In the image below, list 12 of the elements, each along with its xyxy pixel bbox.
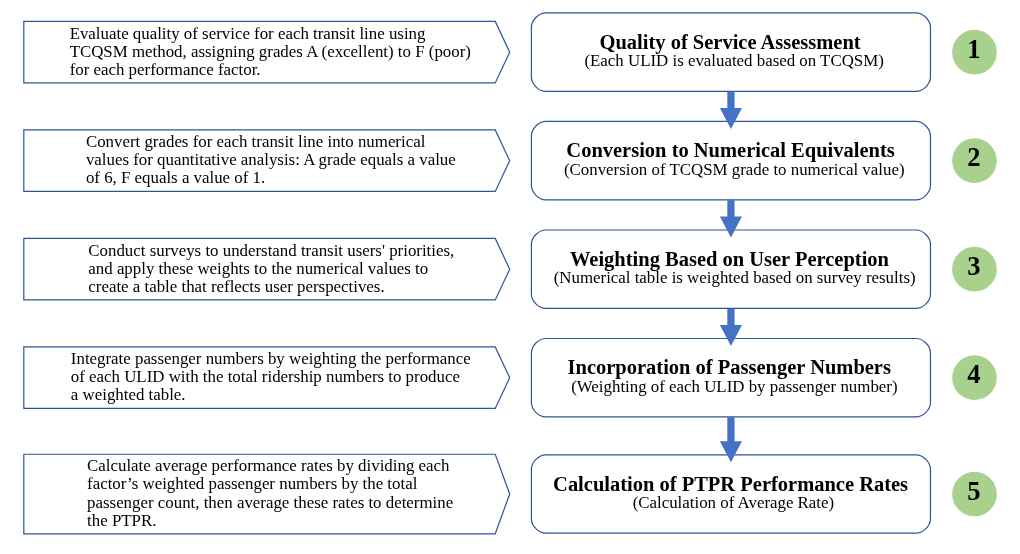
node-circle: 5 — [952, 471, 997, 517]
arrow — [719, 308, 742, 346]
node-box: Quality of Service Assessment (Each ULID is evaluated based on TCQSM) — [530, 12, 932, 92]
node-box: Incorporation of Passenger Numbers (Weighting of each ULID by passenger number) — [530, 337, 932, 418]
node-circle: 4 — [952, 355, 997, 400]
node-circle: 2 — [952, 138, 997, 183]
node-box: Calculation of PTPR Performance Rates (Calculation of Average Rate) — [530, 454, 932, 534]
node-circle: 1 — [952, 29, 997, 75]
node-circle: 3 — [952, 246, 997, 292]
arrow — [719, 91, 742, 129]
node-box: Conversion to Numerical Equivalents (Conversion of TCQSM grade to numerical value) — [530, 120, 932, 201]
node-box: Weighting Based on User Perception (Numerical table is weighted based on survey results) — [530, 229, 932, 309]
